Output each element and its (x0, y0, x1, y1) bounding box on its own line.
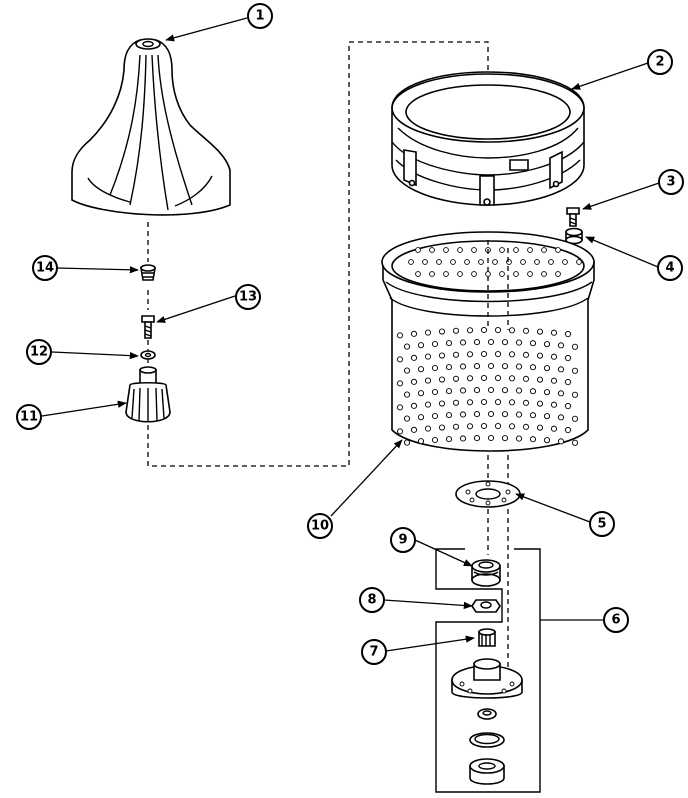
callout-3: 3 (658, 169, 684, 195)
callout-11-label: 11 (20, 410, 38, 425)
callout-12: 12 (26, 339, 52, 365)
callout-4: 4 (657, 255, 683, 281)
callout-10-label: 10 (311, 519, 329, 534)
agitator-cap-part (71, 38, 231, 216)
callout-5-label: 5 (597, 517, 606, 532)
nut-part (471, 599, 501, 613)
callout-6: 6 (603, 607, 629, 633)
callout-7-label: 7 (369, 645, 378, 660)
callout-13-label: 13 (239, 290, 257, 305)
bearing-part (469, 758, 505, 785)
callout-4-label: 4 (665, 261, 674, 276)
callout-8: 8 (359, 587, 385, 613)
spacer-part (565, 227, 583, 245)
callout-9-label: 9 (398, 533, 407, 548)
callout-9: 9 (390, 527, 416, 553)
callout-7: 7 (361, 639, 387, 665)
callout-14: 14 (32, 255, 58, 281)
agitator-drive-part (125, 366, 171, 423)
callout-8-label: 8 (367, 593, 376, 608)
callout-13: 13 (235, 284, 261, 310)
callout-6-label: 6 (611, 613, 620, 628)
screw-part (566, 207, 580, 227)
small-seal-part (477, 708, 497, 720)
assembly-bracket (435, 548, 541, 793)
callout-12-label: 12 (30, 345, 48, 360)
washer-part (140, 350, 156, 360)
cap-plug-part (140, 264, 156, 281)
o-ring-part (469, 732, 505, 748)
callout-5: 5 (589, 511, 615, 537)
hub-flange-part (455, 480, 521, 508)
hub-bearing-part (451, 658, 523, 699)
callout-14-label: 14 (36, 261, 54, 276)
bolt-part (141, 315, 155, 339)
callout-11: 11 (16, 404, 42, 430)
callout-3-label: 3 (666, 175, 675, 190)
callout-2: 2 (647, 49, 673, 75)
basket-perforations (396, 247, 582, 446)
balance-ring-part (391, 71, 585, 206)
callout-2-label: 2 (655, 55, 664, 70)
seal-part (471, 559, 501, 587)
spin-basket-part (381, 231, 595, 452)
callout-10: 10 (307, 513, 333, 539)
callout-1-label: 1 (255, 9, 264, 24)
spline-adapter-part (478, 628, 496, 647)
leader-lines (41, 17, 660, 652)
left-assembly-centerline (147, 41, 489, 467)
callout-1: 1 (247, 3, 273, 29)
